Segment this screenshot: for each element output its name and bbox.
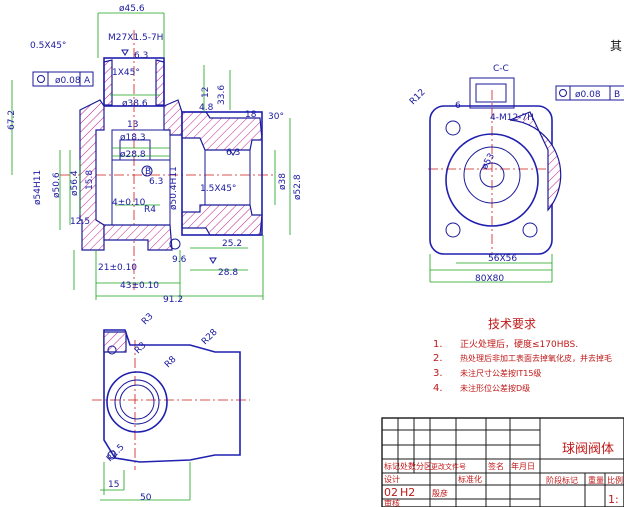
tb-header-4: 签名 bbox=[488, 461, 504, 471]
section-cc-label: C-C bbox=[493, 64, 509, 74]
top-right-char: 其 bbox=[610, 39, 622, 53]
dim-d30: 30° bbox=[268, 112, 284, 122]
tol-flat-value: ø0.08 bbox=[55, 76, 81, 86]
dim-cc-d80: 80X80 bbox=[475, 274, 504, 284]
dim-d18: 18 bbox=[245, 110, 257, 120]
tb-header-0: 标记 bbox=[384, 461, 400, 471]
dim-cc-d56: 56X56 bbox=[488, 254, 517, 264]
dim-d43: 43±0.10 bbox=[120, 281, 159, 291]
dim-bottom-r8: R8 bbox=[163, 354, 179, 370]
dim-ra-right: 6.3 bbox=[226, 148, 240, 158]
tol-flat-letter: A bbox=[84, 76, 91, 86]
dim-bottom-r3a: R3 bbox=[140, 312, 156, 328]
dim-d50-6: ø50.6 bbox=[52, 172, 62, 198]
dim-cc-r12: R12 bbox=[408, 88, 428, 108]
dim-d28-8b: 28.8 bbox=[218, 268, 238, 278]
dim-d12: 12 bbox=[201, 87, 211, 98]
dim-bottom-r28: R28 bbox=[200, 327, 220, 347]
tb-header-3: 更改文件号 bbox=[431, 462, 466, 471]
dim-d54h11: ø54H11 bbox=[33, 170, 43, 205]
tb-stage-2: 比例 bbox=[607, 475, 623, 485]
tb-check: 审核 bbox=[384, 498, 400, 507]
dim-ra-top: 6.3 bbox=[134, 51, 148, 61]
dim-d52-8: ø52.8 bbox=[293, 174, 303, 200]
bottom-view bbox=[92, 329, 250, 501]
dim-thread-top: M27X1.5-7H bbox=[108, 33, 163, 43]
dim-cc-d53: ø53 bbox=[480, 152, 497, 172]
tol-cc-value: ø0.08 bbox=[575, 90, 601, 100]
dim-d38-2: ø38 bbox=[278, 173, 288, 190]
dim-bottom-d50: 50 bbox=[140, 493, 152, 503]
dim-r4: R4 bbox=[144, 205, 156, 215]
dim-d18-3: ø18.3 bbox=[120, 133, 146, 143]
tech-req-title: 技术要求 bbox=[488, 317, 536, 331]
tb-scale: 1: bbox=[608, 493, 619, 506]
tb-header-2: 分区 bbox=[416, 462, 432, 471]
main-view-dimensions: ø45.6 0.5X45° M27X1.5-7H 6.3 1X45° ø0.08… bbox=[7, 4, 303, 305]
dim-d12-5: 12.5 bbox=[70, 217, 90, 227]
tol-cc-letter: B bbox=[614, 90, 620, 100]
tb-header-1: 处数 bbox=[400, 461, 416, 471]
tech-req-text-3: 未注尺寸公差按IT15级 bbox=[460, 368, 541, 378]
tech-req-num-4: 4. bbox=[433, 383, 443, 394]
tb-design: 设计 bbox=[384, 474, 400, 484]
section-cc-dimensions: C-C 其 R12 6 4-M12-7H ø0.08 B ø53 56X56 8… bbox=[408, 39, 622, 284]
tb-value-1: H2 bbox=[400, 486, 415, 499]
part-name: 球阀阀体 bbox=[562, 442, 614, 457]
dim-d13: 13 bbox=[127, 120, 138, 130]
dim-d6-3: 6.3 bbox=[149, 177, 163, 187]
dim-chamfer-top: 0.5X45° bbox=[30, 41, 66, 51]
dim-d56-4: ø56.4 bbox=[70, 170, 80, 196]
dim-bottom-d15: 15 bbox=[108, 480, 119, 490]
dim-chamfer2: 1X45° bbox=[112, 68, 140, 78]
datum-b-label: B bbox=[145, 167, 151, 177]
tech-req-text-2: 热处理后非加工表面去掉氧化皮，并去掉毛 bbox=[460, 353, 612, 363]
dim-d45-6: ø45.6 bbox=[119, 4, 145, 14]
main-section-view bbox=[11, 12, 291, 300]
dim-cc-d6: 6 bbox=[455, 101, 461, 111]
tb-header-5: 年月日 bbox=[511, 461, 535, 471]
dim-d4-8: 4.8 bbox=[199, 103, 214, 113]
dim-cc-m12: 4-M12-7H bbox=[490, 113, 534, 123]
dim-d4: 4±0.10 bbox=[112, 198, 146, 208]
dim-d91-2: 91.2 bbox=[163, 295, 183, 305]
dim-chamfer3: 1.5X45° bbox=[200, 184, 236, 194]
section-cc-view bbox=[428, 77, 624, 283]
tech-req-text-1: 正火处理后，硬度≤170HBS. bbox=[460, 338, 578, 350]
tech-req-text-4: 未注形位公差按D级 bbox=[460, 383, 530, 393]
tb-stage-1: 重量 bbox=[588, 475, 604, 485]
dim-d25-2: 25.2 bbox=[222, 239, 242, 249]
tech-req-num-3: 3. bbox=[433, 368, 443, 379]
dim-d28-8: ø28.8 bbox=[120, 150, 146, 160]
dim-d15-8: 15.8 bbox=[85, 170, 95, 190]
tb-value-0: 02 bbox=[384, 486, 398, 499]
tech-req-num-2: 2. bbox=[433, 353, 443, 364]
dim-d21: 21±0.10 bbox=[98, 263, 137, 273]
dim-d50h11: ø50.4H11 bbox=[169, 166, 179, 210]
dim-d67-2: 67.2 bbox=[7, 110, 17, 130]
title-block bbox=[381, 417, 624, 507]
tb-stage-0: 阶段标记 bbox=[546, 475, 578, 485]
tb-value-2: 殷彦 bbox=[432, 488, 448, 498]
tech-requirements: 技术要求 1. 正火处理后，硬度≤170HBS. 2. 热处理后非加工表面去掉氧… bbox=[433, 317, 612, 394]
title-block-text: 球阀阀体 标记 处数 分区 更改文件号 签名 年月日 设计 标准化 02 H2 … bbox=[384, 442, 623, 507]
dim-d9-6: 9.6 bbox=[172, 255, 187, 265]
dim-d33-6: 33.6 bbox=[217, 85, 227, 105]
tb-standardization: 标准化 bbox=[458, 474, 482, 484]
dim-d38: ø38.6 bbox=[122, 99, 148, 109]
tech-req-num-1: 1. bbox=[433, 339, 443, 350]
